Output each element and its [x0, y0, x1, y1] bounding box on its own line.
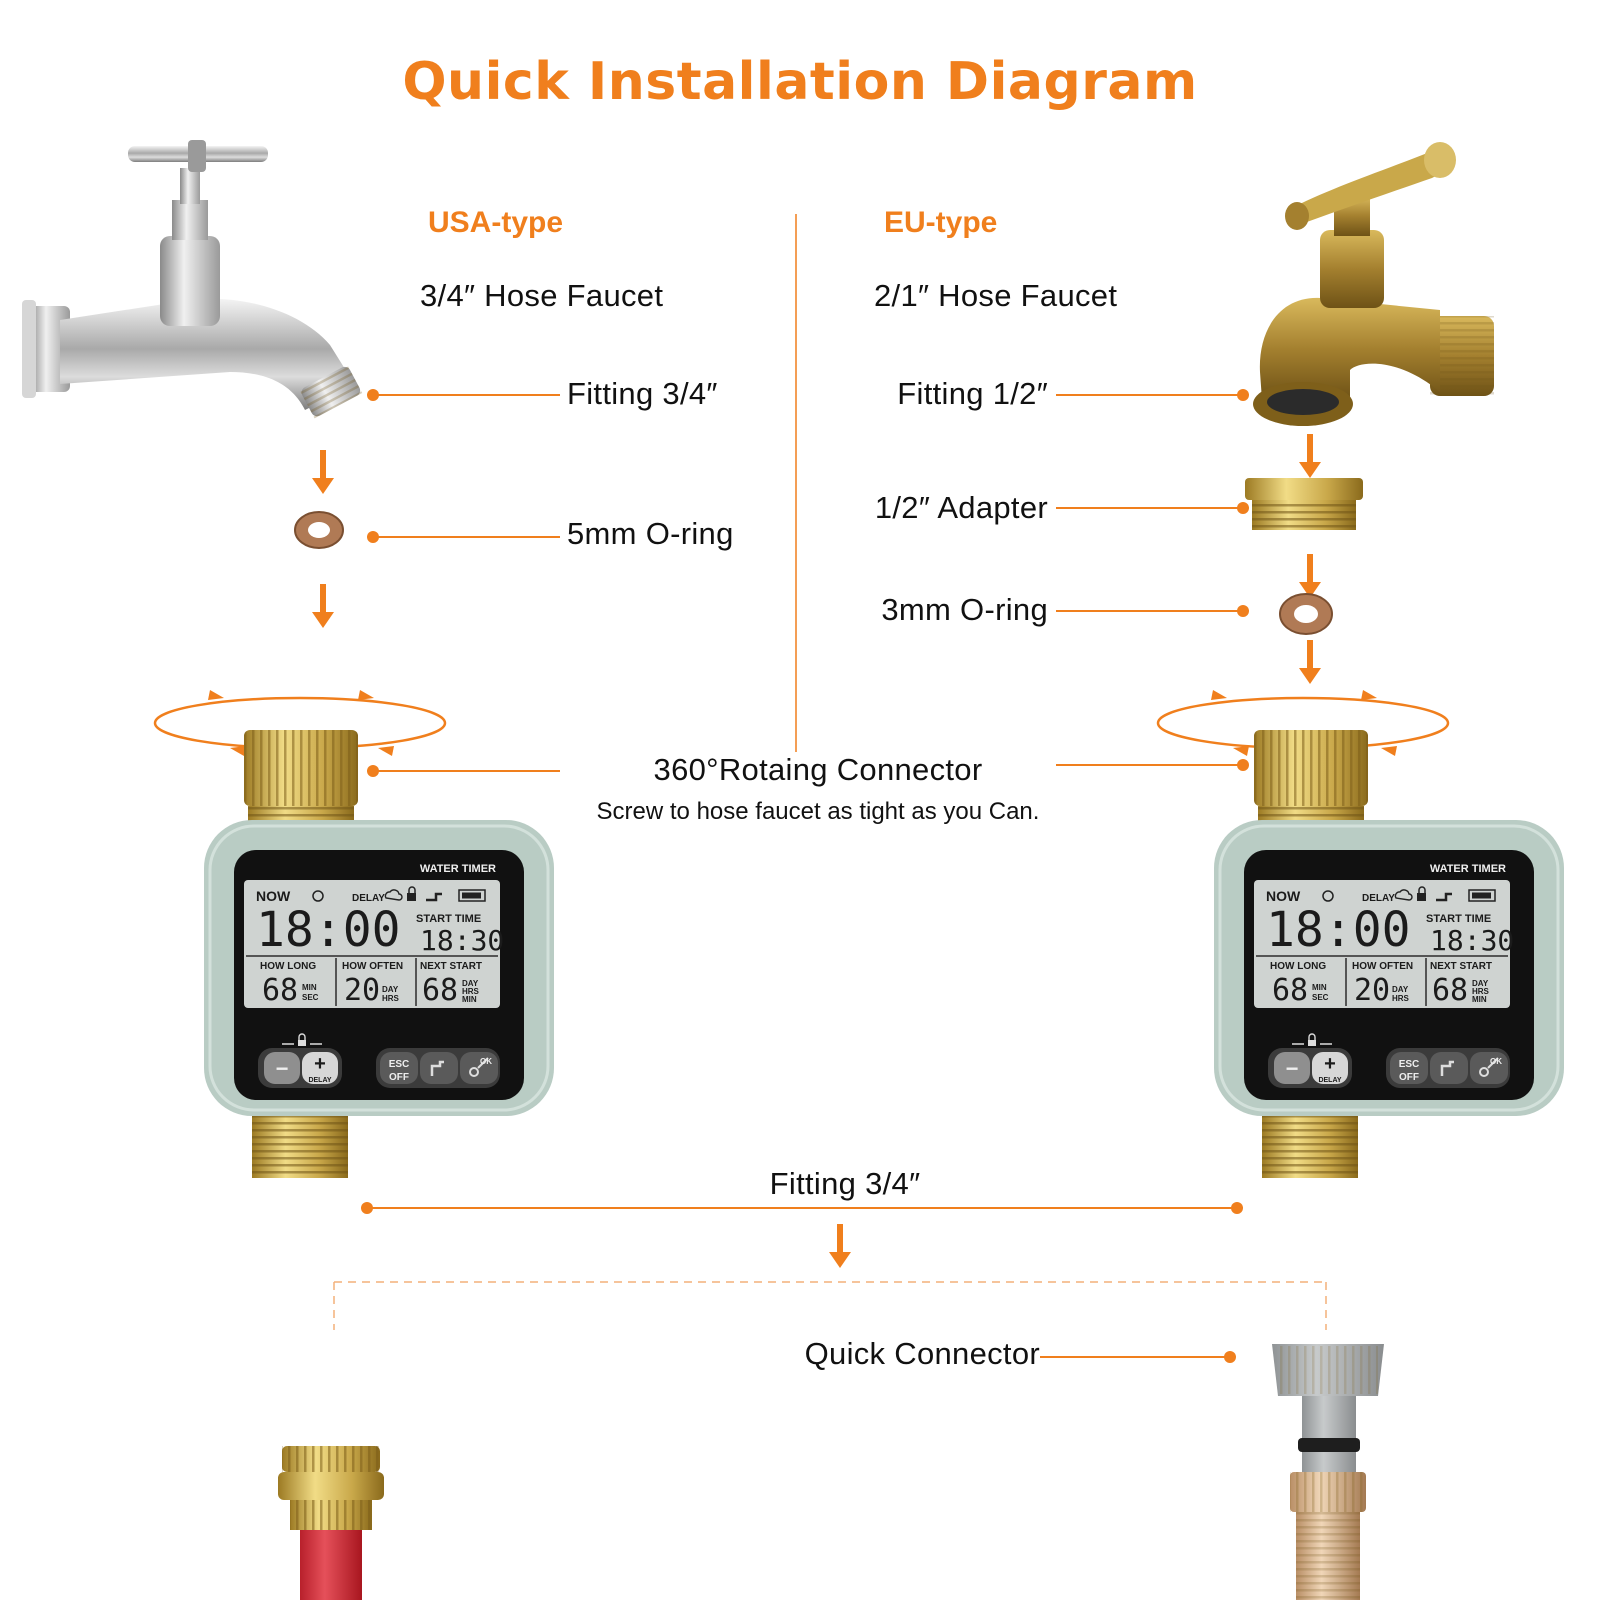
usa-down-arrow-2	[312, 584, 334, 628]
svg-text:DAY: DAY	[1392, 985, 1409, 994]
svg-text:DAY: DAY	[462, 979, 479, 988]
svg-text:68: 68	[1272, 973, 1308, 1008]
svg-text:68: 68	[422, 973, 458, 1008]
svg-text:OFF: OFF	[1399, 1072, 1419, 1083]
svg-text:MIN: MIN	[1472, 995, 1487, 1004]
eu-o-ring-image	[1279, 593, 1333, 635]
eu-faucet-label: 2/1″ Hose Faucet	[874, 278, 1118, 313]
svg-text:START TIME: START TIME	[416, 913, 481, 925]
eu-o-ring-label: 3mm O-ring	[881, 592, 1048, 627]
rotating-connector-label: 360°Rotaing Connector	[653, 752, 983, 787]
svg-text:SEC: SEC	[302, 993, 319, 1002]
eu-adapter-image	[1245, 478, 1363, 530]
usa-type-label: USA-type	[428, 206, 564, 239]
svg-text:DELAY: DELAY	[308, 1077, 331, 1084]
svg-text:HRS: HRS	[382, 994, 400, 1003]
svg-text:HOW LONG: HOW LONG	[1270, 961, 1326, 972]
svg-text:WATER TIMER: WATER TIMER	[1430, 863, 1506, 875]
outlet-down-arrow	[829, 1224, 851, 1268]
eu-quick-connector-image	[1272, 1344, 1384, 1600]
outlet-fitting-line	[361, 1202, 1243, 1214]
usa-leader-lines	[367, 389, 560, 777]
usa-fitting-label: Fitting 3/4″	[567, 376, 718, 411]
svg-text:DAY: DAY	[382, 985, 399, 994]
quick-connector-leader	[1040, 1351, 1236, 1363]
svg-text:NEXT START: NEXT START	[420, 961, 482, 972]
svg-text:18:30: 18:30	[420, 924, 504, 957]
eu-down-arrow-3	[1299, 640, 1321, 684]
svg-text:68: 68	[262, 973, 298, 1008]
svg-text:DAY: DAY	[1472, 979, 1489, 988]
svg-text:−: −	[276, 1056, 289, 1081]
svg-text:NOW: NOW	[1266, 888, 1301, 904]
svg-text:18:30: 18:30	[1430, 924, 1514, 957]
eu-timer-lcd: WATER TIMER NOW DELAY 18:00 START TIME 1…	[1266, 863, 1514, 1084]
quick-connector-label: Quick Connector	[804, 1336, 1040, 1371]
svg-text:20: 20	[344, 973, 380, 1008]
eu-brass-faucet-image	[1253, 142, 1494, 426]
svg-text:SEC: SEC	[1312, 993, 1329, 1002]
svg-text:HOW LONG: HOW LONG	[260, 961, 316, 972]
svg-text:DELAY: DELAY	[352, 893, 385, 904]
svg-text:MIN: MIN	[1312, 983, 1327, 992]
dashed-bracket	[333, 1281, 1327, 1330]
eu-down-arrow-2	[1299, 554, 1321, 598]
page-title: Quick Installation Diagram	[402, 52, 1198, 112]
outlet-fitting-label: Fitting 3/4″	[769, 1166, 921, 1201]
svg-text:HRS: HRS	[462, 987, 480, 996]
svg-text:NEXT START: NEXT START	[1430, 961, 1492, 972]
rotating-connector-sub-label: Screw to hose faucet as tight as you Can…	[596, 798, 1040, 825]
usa-down-arrow-1	[312, 450, 334, 494]
eu-type-label: EU-type	[884, 206, 998, 239]
usa-o-ring-label: 5mm O-ring	[567, 516, 734, 551]
svg-text:HOW OFTEN: HOW OFTEN	[1352, 961, 1413, 972]
svg-text:NOW: NOW	[256, 888, 291, 904]
svg-text:WATER TIMER: WATER TIMER	[420, 863, 496, 875]
svg-text:18:00: 18:00	[256, 902, 401, 958]
svg-text:HRS: HRS	[1472, 987, 1490, 996]
svg-text:DELAY: DELAY	[1318, 1077, 1341, 1084]
usa-o-ring-image	[294, 511, 344, 549]
svg-text:+: +	[314, 1053, 326, 1075]
eu-down-arrow-1	[1299, 434, 1321, 478]
usa-timer-lcd: WATER TIMER NOW DELAY 18:00 START TIME 1…	[256, 863, 504, 1084]
svg-text:18:00: 18:00	[1266, 902, 1411, 958]
svg-text:MIN: MIN	[462, 995, 477, 1004]
eu-leader-lines	[1056, 389, 1249, 771]
svg-text:START TIME: START TIME	[1426, 913, 1491, 925]
svg-text:OK: OK	[480, 1057, 492, 1066]
svg-text:DELAY: DELAY	[1362, 893, 1395, 904]
svg-text:−: −	[1286, 1056, 1299, 1081]
svg-text:ESC: ESC	[389, 1059, 410, 1070]
svg-text:68: 68	[1432, 973, 1468, 1008]
eu-adapter-label: 1/2″ Adapter	[874, 490, 1048, 525]
svg-text:HRS: HRS	[1392, 994, 1410, 1003]
usa-faucet-label: 3/4″ Hose Faucet	[420, 278, 664, 313]
svg-text:OK: OK	[1490, 1057, 1502, 1066]
svg-text:HOW OFTEN: HOW OFTEN	[342, 961, 403, 972]
svg-text:MIN: MIN	[302, 983, 317, 992]
usa-hose-fitting-image	[278, 1446, 384, 1600]
usa-chrome-faucet-image	[22, 140, 363, 419]
svg-text:20: 20	[1354, 973, 1390, 1008]
eu-fitting-label: Fitting 1/2″	[897, 376, 1048, 411]
svg-text:+: +	[1324, 1053, 1336, 1075]
svg-text:ESC: ESC	[1399, 1059, 1420, 1070]
svg-text:OFF: OFF	[389, 1072, 409, 1083]
